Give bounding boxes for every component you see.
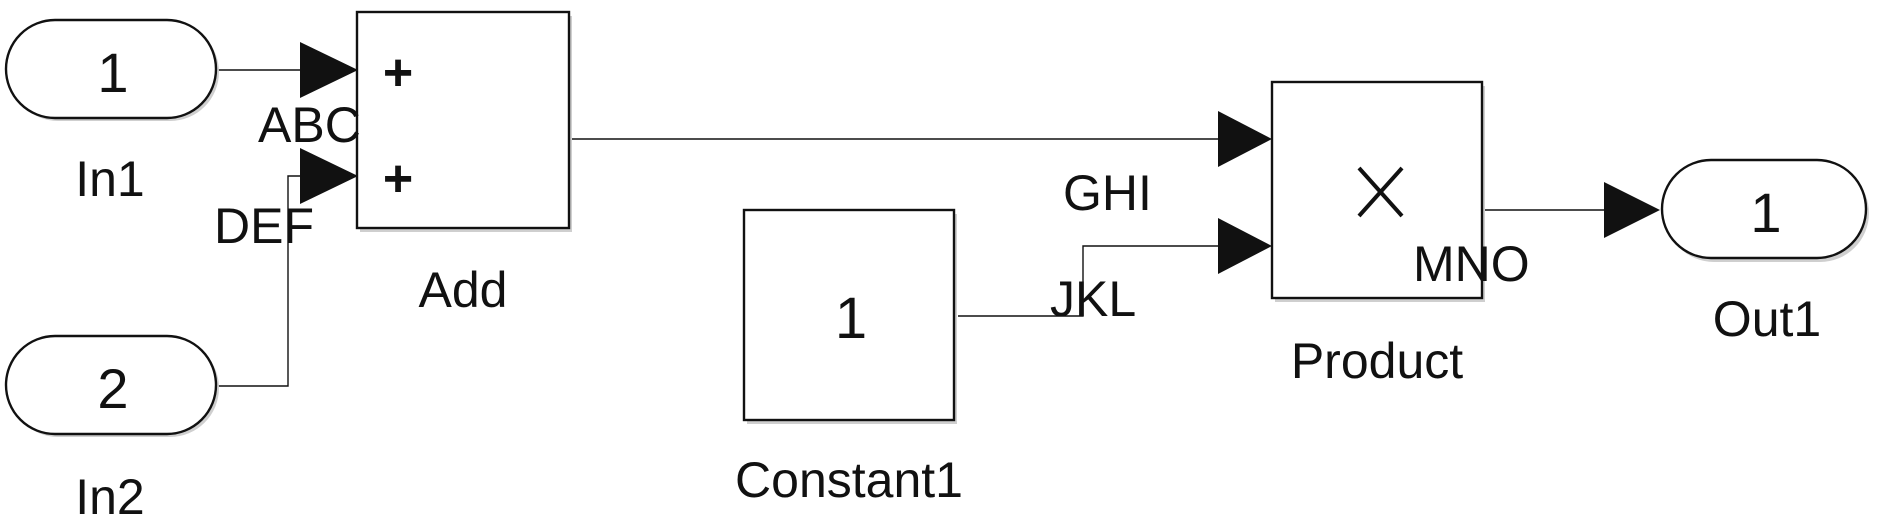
multiply-icon: [1357, 166, 1404, 218]
arrowhead-product-input-1: [1218, 111, 1272, 167]
signal-label-mno[interactable]: MNO: [1413, 236, 1530, 292]
arrowheads: [300, 42, 1660, 274]
arrowhead-product-input-2: [1218, 218, 1272, 274]
block-label-constant1: Constant1: [735, 452, 963, 508]
arrowhead-add-input-2: [300, 148, 358, 204]
inport-block-in1[interactable]: 1: [4, 18, 219, 121]
signal-label-abc[interactable]: ABC: [258, 97, 361, 153]
sum-block-add[interactable]: + +: [355, 10, 572, 232]
outport-block-out1[interactable]: 1: [1660, 158, 1869, 262]
constant-value: 1: [835, 286, 867, 351]
block-label-add: Add: [419, 262, 508, 318]
product-block[interactable]: ×: [1270, 80, 1485, 302]
block-label-in2: In2: [75, 469, 145, 525]
signal-label-jkl[interactable]: JKL: [1050, 271, 1136, 327]
signal-label-def[interactable]: DEF: [214, 198, 314, 254]
inport-number: 1: [97, 41, 128, 104]
block-label-in1: In1: [75, 151, 145, 207]
arrowhead-add-input-1: [300, 42, 358, 98]
add-sign-input-1: +: [383, 44, 413, 102]
wire-in2-to-add[interactable]: [217, 175, 300, 387]
wires: [217, 69, 1604, 387]
wire-constant-to-product[interactable]: [958, 245, 1218, 317]
constant-block-constant1[interactable]: 1: [742, 208, 957, 424]
arrowhead-out1-input: [1604, 182, 1660, 238]
add-sign-input-2: +: [383, 150, 413, 208]
inport-number: 2: [97, 357, 128, 420]
signal-label-ghi[interactable]: GHI: [1063, 165, 1152, 221]
outport-number: 1: [1750, 181, 1781, 244]
block-label-product: Product: [1291, 333, 1463, 389]
inport-block-in2[interactable]: 2: [4, 334, 219, 437]
block-label-out1: Out1: [1713, 291, 1821, 347]
